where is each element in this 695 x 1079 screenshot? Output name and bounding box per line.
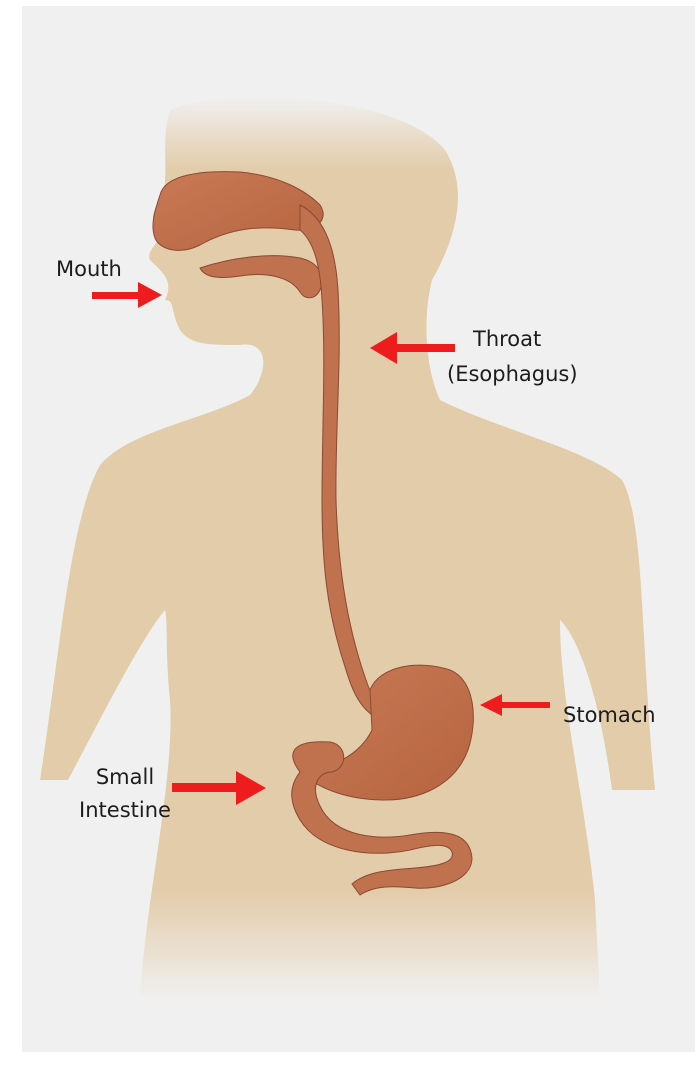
label-stomach: Stomach [563,702,656,728]
arrow-mouth [92,282,162,308]
label-intestine: Intestine [64,797,186,823]
label-throat: Throat [473,326,541,352]
label-esophagus: (Esophagus) [447,361,578,387]
body-silhouette [40,97,655,1000]
label-mouth: Mouth [56,256,122,282]
label-small: Small [70,764,180,790]
